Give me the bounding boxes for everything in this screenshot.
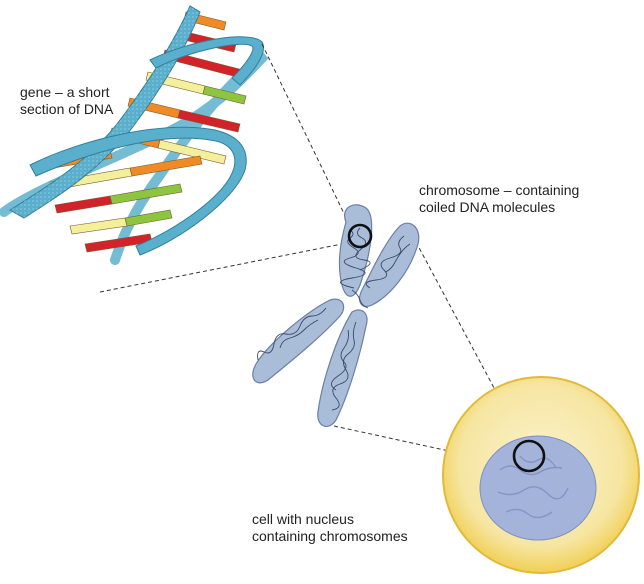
base-pair — [177, 109, 241, 133]
cell-label-line2: containing chromosomes — [252, 528, 408, 544]
base-pair — [129, 155, 203, 177]
magnify-circle-cell — [512, 439, 546, 473]
dna-backbone-front-upper — [149, 36, 264, 86]
gene-label-line1: gene – a short — [20, 84, 110, 100]
base-pair — [157, 139, 227, 165]
gene-label: gene – a short section of DNA — [20, 84, 113, 118]
connector-gene-top — [261, 43, 353, 231]
chromosome — [252, 204, 420, 428]
chromosome-label-line1: chromosome – containing — [419, 182, 580, 198]
base-pair — [69, 217, 128, 235]
base-pair — [124, 209, 173, 227]
connector-gene-bottom — [99, 241, 353, 293]
chromosome-arm-upper-left — [338, 204, 373, 297]
cell-label: cell with nucleus containing chromosomes — [252, 511, 408, 545]
dna-helix — [0, 5, 269, 265]
chromosome-label: chromosome – containing coiled DNA molec… — [419, 182, 579, 216]
dna-backbone-front-lower — [29, 126, 247, 256]
nucleus-chromatin — [497, 455, 569, 519]
dna-backbone-front-texture — [10, 6, 200, 218]
base-pair — [54, 195, 113, 214]
cell-label-line1: cell with nucleus — [252, 511, 354, 527]
cell — [442, 376, 640, 574]
base-pair — [202, 85, 247, 105]
chromosome-arm-lower-left — [252, 298, 345, 384]
magnify-circle-chromosome — [347, 223, 373, 249]
chromosome-label-line2: coiled DNA molecules — [419, 199, 556, 215]
chromosome-arm-upper-right — [359, 222, 420, 308]
gene-label-line2: section of DNA — [20, 101, 114, 117]
chromosome-arm-lower-right — [317, 309, 368, 428]
base-pair — [109, 183, 183, 205]
